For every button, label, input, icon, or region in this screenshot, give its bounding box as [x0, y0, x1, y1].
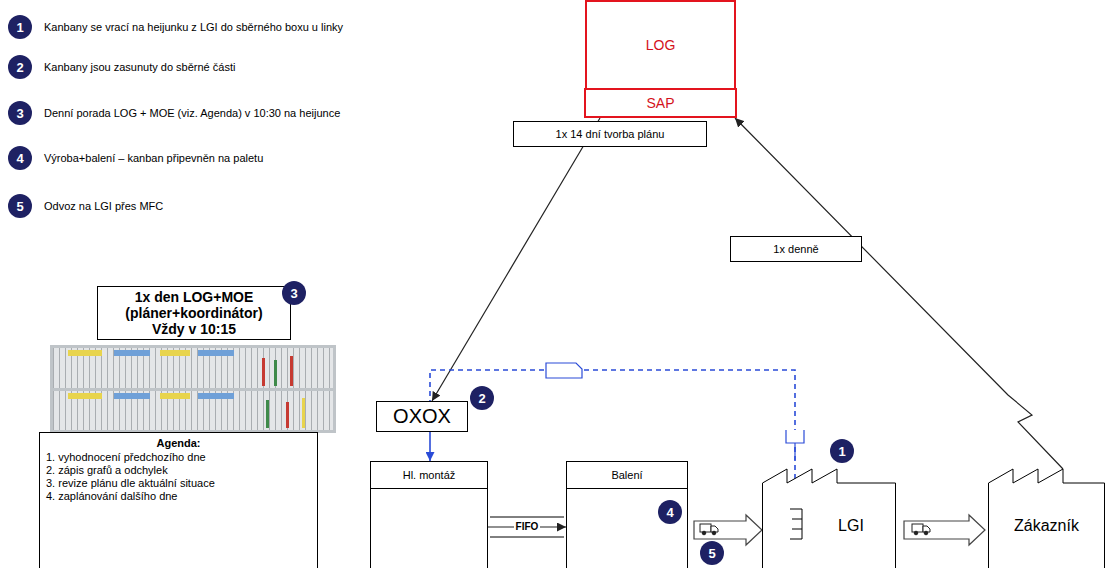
- meeting-time: Vždy v 10:15: [152, 321, 236, 337]
- flow-arrow: [429, 432, 431, 461]
- heijunka-board-photo: [50, 345, 336, 433]
- callout-number: 4: [8, 146, 32, 170]
- step-note: Kanbany jsou zasunuty do sběrné části: [44, 60, 235, 74]
- callout-number: 3: [8, 101, 32, 125]
- flow-arrow: [432, 118, 600, 401]
- process-name: Balení: [567, 462, 687, 489]
- callout-number: 3: [282, 281, 306, 305]
- agenda-item: 4. zaplánování dalšího dne: [46, 490, 311, 503]
- kanban-post-symbol: [786, 430, 804, 460]
- supermarket-symbol: [790, 509, 802, 539]
- flow-arrow: [735, 118, 1063, 469]
- box-label: OXOX: [393, 405, 451, 428]
- step-note: Odvoz na LGI přes MFC: [44, 199, 163, 213]
- system-box: LOG: [585, 0, 736, 90]
- factory-roof: [763, 469, 896, 568]
- factory-shape: LGI: [762, 467, 896, 568]
- kanban-card-icon: [546, 363, 582, 378]
- agenda-heading: Agenda:: [46, 437, 311, 450]
- meeting-title: 1x den LOG+MOE (pláner+koordinátor): [102, 289, 286, 321]
- box-label: LOG: [646, 37, 676, 53]
- callout-number: 2: [8, 55, 32, 79]
- step-note: Výroba+balení – kanban připevněn na pale…: [44, 151, 263, 165]
- factory-roof: [989, 469, 1105, 568]
- edge-label: 1x 14 dní tvorba plánu: [513, 121, 707, 147]
- process-box: Hl. montáž: [370, 461, 488, 568]
- process-name: Hl. montáž: [371, 462, 487, 489]
- callout-number: 5: [8, 194, 32, 218]
- factory-name: LGI: [838, 517, 864, 535]
- edge-label: FIFO: [514, 521, 541, 533]
- callout-number: 1: [8, 15, 32, 39]
- agenda-box: Agenda:1. vyhodnocení předchozího dne2. …: [39, 432, 318, 568]
- factory-name: Zákazník: [1014, 517, 1079, 535]
- agenda-item: 1. vyhodnocení předchozího dne: [46, 451, 311, 464]
- shipment-arrow: [694, 515, 762, 545]
- agenda-item: 3. revize plánu dle aktuální situace: [46, 477, 311, 490]
- box-label: SAP: [646, 95, 674, 111]
- callout-number: 2: [470, 386, 494, 410]
- meeting-box: 1x den LOG+MOE (pláner+koordinátor)Vždy …: [97, 286, 291, 340]
- step-note: Denní porada LOG + MOE (viz. Agenda) v 1…: [44, 106, 340, 120]
- callout-number: 5: [700, 541, 724, 565]
- step-note: Kanbany se vrací na heijunku z LGI do sb…: [44, 20, 343, 34]
- truck-icon: [700, 524, 718, 535]
- factory-outline: [762, 467, 896, 568]
- agenda-item: 2. zápis grafů a odchylek: [46, 464, 311, 477]
- shipment-arrow: [904, 515, 985, 545]
- truck-icon: [912, 524, 930, 535]
- heijunka-box: OXOX: [376, 401, 468, 432]
- system-box: SAP: [584, 88, 737, 118]
- factory-shape: Zákazník: [988, 467, 1105, 568]
- callout-number: 4: [658, 500, 682, 524]
- callout-number: 1: [830, 439, 854, 463]
- edge-label: 1x denně: [730, 236, 862, 262]
